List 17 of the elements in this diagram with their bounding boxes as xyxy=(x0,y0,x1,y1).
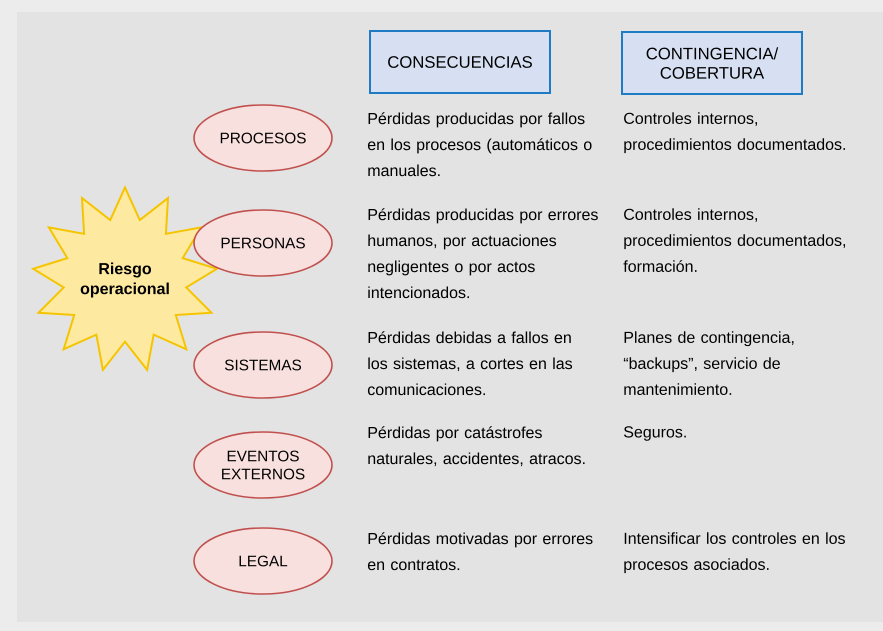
description-text: Pérdidas por catástrofes naturales, accidentes, atracos. xyxy=(368,426,585,466)
description-text: Pérdidas debidas a fallos en los sistemas, a cortes en las comunicaciones. xyxy=(368,331,572,396)
description-text: Pérdidas motivadas por errores en contratos. xyxy=(368,532,593,570)
description-text: Intensificar los controles en los procesos asociados. xyxy=(624,532,845,574)
description-text: Pérdidas producidas por errores humanos, por actuaciones negligentes o por actos intencionados. xyxy=(368,208,598,298)
oval: LEGAL xyxy=(193,527,333,595)
header-box: CONTINGENCIA/ COBERTURA xyxy=(621,31,803,95)
header-box: CONSECUENCIAS xyxy=(369,30,551,94)
description-text: Pérdidas producidas por fallos en los procesos (automáticos o manuales. xyxy=(368,112,592,176)
description-text: Controles internos, procedimientos documentados. xyxy=(624,112,845,154)
description-text: Planes de contingencia, “backups”, servicio de mantenimiento. xyxy=(624,331,794,395)
description-text: Controles internos, procedimientos documentados, formación. xyxy=(624,208,846,272)
oval: SISTEMAS xyxy=(193,331,333,399)
description-text: Seguros. xyxy=(624,426,686,441)
oval: PERSONAS xyxy=(193,209,333,277)
oval: EVENTOS EXTERNOS xyxy=(193,431,333,499)
oval: PROCESOS xyxy=(193,104,333,172)
